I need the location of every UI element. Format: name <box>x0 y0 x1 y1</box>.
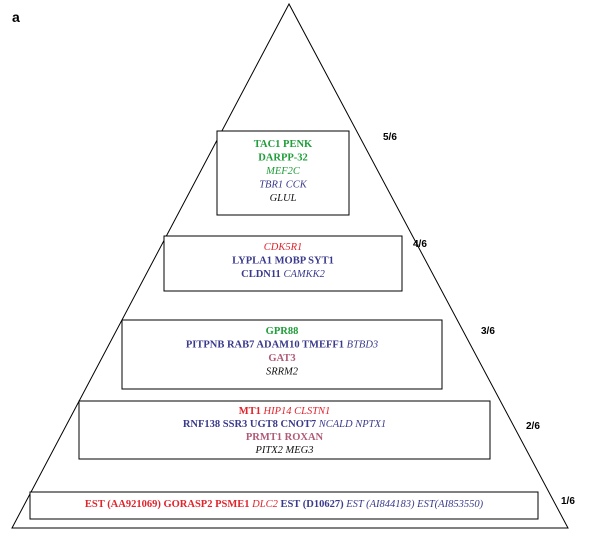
gene-line: RNF138 SSR3 UGT8 CNOT7 NCALD NPTX1 <box>183 419 386 430</box>
tier-ratio-label: 3/6 <box>481 326 495 337</box>
gene-label: GLUL <box>270 193 297 204</box>
tier-box-2 <box>163 235 403 292</box>
gene-line: MT1 HIP14 CLSTN1 <box>239 406 331 417</box>
gene-label: TBR1 CCK <box>259 180 308 191</box>
gene-line: PRMT1 ROXAN <box>246 432 324 443</box>
gene-line: SRRM2 <box>266 367 299 378</box>
gene-label: RNF138 SSR3 UGT8 CNOT7 <box>183 419 319 430</box>
gene-line: PITPNB RAB7 ADAM10 TMEFF1 BTBD3 <box>186 340 378 351</box>
gene-line: CDK5R1 <box>264 242 303 253</box>
gene-label: HIP14 CLSTN1 <box>262 406 330 417</box>
gene-label: NCALD NPTX1 <box>318 419 386 430</box>
gene-line: GLUL <box>270 193 297 204</box>
tier-box-5 <box>29 491 539 520</box>
gene-label: GPR88 <box>266 326 299 337</box>
gene-line: TAC1 PENK <box>254 139 313 150</box>
tier-ratio-label: 1/6 <box>561 496 575 507</box>
gene-label: MT1 <box>239 406 264 417</box>
gene-label: DLC2 <box>251 499 278 510</box>
gene-label: LYPLA1 MOBP SYT1 <box>232 256 334 267</box>
panel-label: a <box>12 9 20 25</box>
gene-line: EST (AA921069) GORASP2 PSME1 DLC2 EST (D… <box>85 499 484 510</box>
gene-line: LYPLA1 MOBP SYT1 <box>232 256 334 267</box>
gene-line: TBR1 CCK <box>259 180 308 191</box>
gene-line: DARPP-32 <box>258 153 308 164</box>
gene-line: PITX2 MEG3 <box>254 445 313 456</box>
gene-line: GPR88 <box>266 326 299 337</box>
gene-label: GAT3 <box>268 353 295 364</box>
gene-label: SRRM2 <box>266 367 299 378</box>
gene-label: PRMT1 ROXAN <box>246 432 324 443</box>
gene-label: EST (AI844183) EST(AI853550) <box>345 499 483 510</box>
gene-line: MEF2C <box>265 166 301 177</box>
gene-label: CAMKK2 <box>283 269 325 280</box>
pyramid-outline <box>11 2 569 529</box>
gene-line: GAT3 <box>268 353 295 364</box>
tier-box-1 <box>216 130 350 216</box>
tier-box-3 <box>121 319 443 390</box>
tier-ratio-label: 4/6 <box>413 239 427 250</box>
tier-ratio-label: 2/6 <box>526 421 540 432</box>
tier-ratio-label: 5/6 <box>383 132 397 143</box>
gene-label: EST (AA921069) GORASP2 PSME1 <box>85 499 252 510</box>
gene-label: EST (D10627) <box>278 499 346 510</box>
gene-label: PITX2 MEG3 <box>254 445 313 456</box>
gene-label: MEF2C <box>265 166 301 177</box>
gene-label: DARPP-32 <box>258 153 308 164</box>
gene-label: CDK5R1 <box>264 242 303 253</box>
gene-label: TAC1 PENK <box>254 139 313 150</box>
gene-line: CLDN11 CAMKK2 <box>241 269 325 280</box>
gene-label: PITPNB RAB7 ADAM10 TMEFF1 <box>186 340 347 351</box>
gene-label: CLDN11 <box>241 269 283 280</box>
tier-box-4 <box>78 400 491 460</box>
gene-label: BTBD3 <box>347 340 379 351</box>
